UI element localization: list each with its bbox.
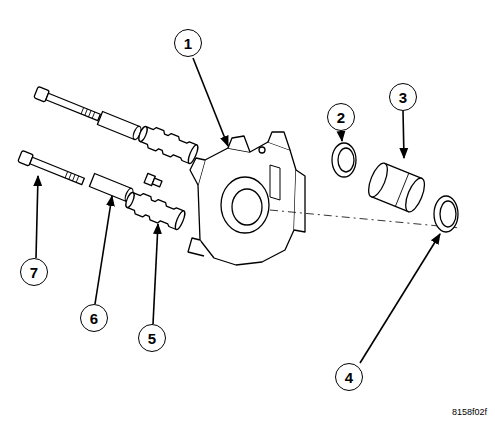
callout-circle: 2 (327, 103, 355, 131)
callout-number: 1 (184, 36, 192, 51)
piston (365, 161, 429, 215)
callout-number: 5 (148, 331, 156, 346)
callout-circle: 6 (80, 304, 108, 332)
callout-circle: 1 (174, 29, 202, 57)
callout-number: 2 (337, 110, 345, 125)
caliper-housing (188, 132, 305, 265)
callout-number: 4 (345, 370, 353, 385)
callout-number: 6 (90, 311, 98, 326)
bleeder-screw (144, 173, 163, 188)
piston-boot (434, 196, 458, 232)
bushing (136, 123, 200, 166)
leader-lines (36, 58, 440, 363)
callout-circle: 4 (335, 363, 363, 391)
piston-seal (332, 143, 356, 177)
callout-circle: 7 (20, 258, 48, 286)
guide-pin-bolt (18, 150, 86, 187)
callout-number: 3 (399, 90, 407, 105)
bushing (123, 189, 187, 232)
callout-circle: 5 (138, 324, 166, 352)
sleeve (97, 112, 142, 141)
callout-number: 7 (30, 265, 38, 280)
guide-pin-bolt (34, 86, 102, 123)
figure-code: 8158f02f (452, 407, 487, 417)
callout-circle: 3 (389, 83, 417, 111)
